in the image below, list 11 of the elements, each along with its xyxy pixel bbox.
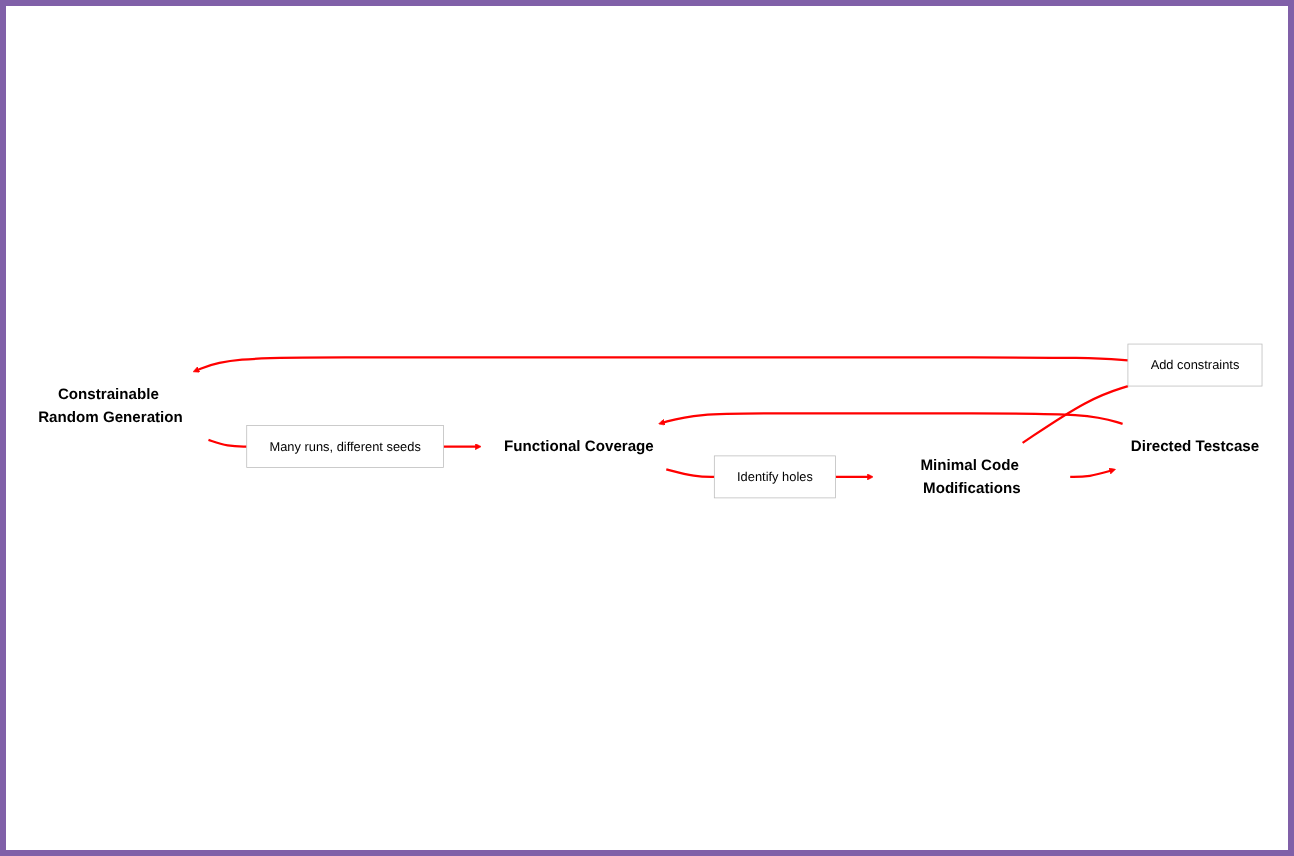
connector [1022,385,1129,445]
arrow [443,443,482,451]
node-box [246,425,444,469]
connector [666,468,715,479]
node-box [1127,344,1263,387]
arrow [835,474,874,481]
node-box [713,456,836,499]
arrow [1070,468,1116,479]
connector [208,439,247,449]
arrow [192,356,1128,374]
arrow [658,412,1123,426]
